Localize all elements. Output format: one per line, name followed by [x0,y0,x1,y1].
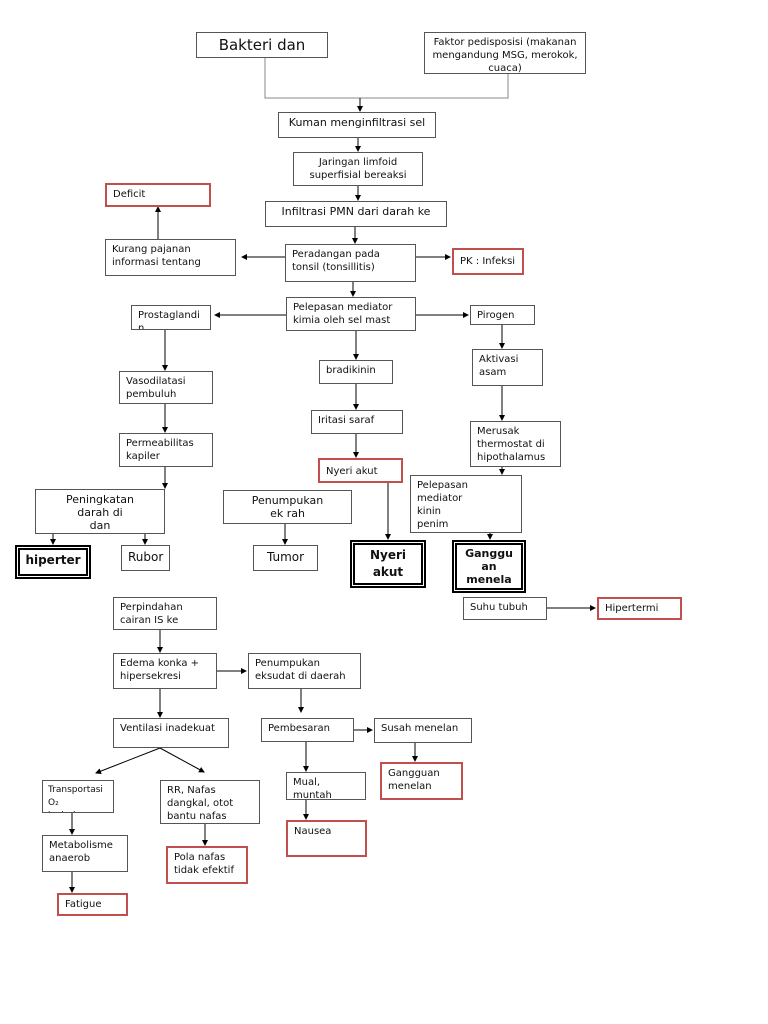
node-pola-nafas: Pola nafas tidak efektif [166,846,248,884]
node-deficit: Deficit [105,183,211,207]
node-pelepasan-mediator-2: Pelepasan mediator kinin penim ensa [410,475,522,533]
node-ventilasi: Ventilasi inadekuat [113,718,229,748]
node-pk-infeksi: PK : Infeksi [452,248,524,275]
node-suhu-tubuh: Suhu tubuh [463,597,547,620]
node-nyeri-akut: Nyeri akut [318,458,403,483]
node-mual-muntah: Mual, muntah [286,772,366,800]
node-nyeri-akut-bold: Nyeri akut [350,540,426,588]
node-rubor: Rubor [121,545,170,571]
node-bradikinin: bradikinin [319,360,393,384]
node-pelepasan-mediator: Pelepasan mediator kimia oleh sel mast [286,297,416,331]
node-hipertermi: Hipertermi [597,597,682,620]
node-vasodilatasi: Vasodilatasi pembuluh [119,371,213,404]
node-iritasi-saraf: Iritasi saraf [311,410,403,434]
node-edema: Edema konka + hipersekresi [113,653,217,689]
node-metabolisme: Metabolisme anaerob [42,835,128,872]
node-permeabilitas: Permeabilitas kapiler [119,433,213,467]
node-rr-nafas: RR, Nafas dangkal, otot bantu nafas [160,780,260,824]
node-peradangan: Peradangan pada tonsil (tonsillitis) [285,244,416,282]
node-fatigue: Fatigue [57,893,128,916]
node-peningkatan: Peningkatan darah di dan [35,489,165,534]
node-aktivasi: Aktivasi asam [472,349,543,386]
node-pembesaran: Pembesaran [261,718,354,742]
node-susah-menelan: Susah menelan [374,718,472,743]
node-jaringan: Jaringan limfoid superfisial bereaksi [293,152,423,186]
node-faktor: Faktor pedisposisi (makanan mengandung M… [424,32,586,74]
node-bakteri: Bakteri dan [196,32,328,58]
node-tumor: Tumor [253,545,318,571]
node-kuman: Kuman menginfiltrasi sel [278,112,436,138]
node-prostaglandin: Prostaglandi n [131,305,211,330]
node-merusak-thermostat: Merusak thermostat di hipothalamus [470,421,561,467]
node-transportasi: Transportasi O₂ ke jaringan [42,780,114,813]
node-kurang-pajanan: Kurang pajanan informasi tentang [105,239,236,276]
node-infiltrasi: Infiltrasi PMN dari darah ke [265,201,447,227]
node-pirogen: Pirogen [470,305,535,325]
node-nausea: Nausea [286,820,367,857]
node-penumpukan-eksudat: Penumpukan eksudat di daerah [248,653,361,689]
node-hipertermi-bold: hiperter [15,545,91,579]
node-perpindahan: Perpindahan cairan IS ke [113,597,217,630]
upper-diagram: Bakteri dan Faktor pedisposisi (makanan … [15,32,586,593]
node-gangguan-menelan: Gangguan menelan [380,762,463,800]
node-gangguan-bold: Ganggu an menela [452,540,526,593]
node-penumpukan: Penumpukan ek rah [223,490,352,524]
